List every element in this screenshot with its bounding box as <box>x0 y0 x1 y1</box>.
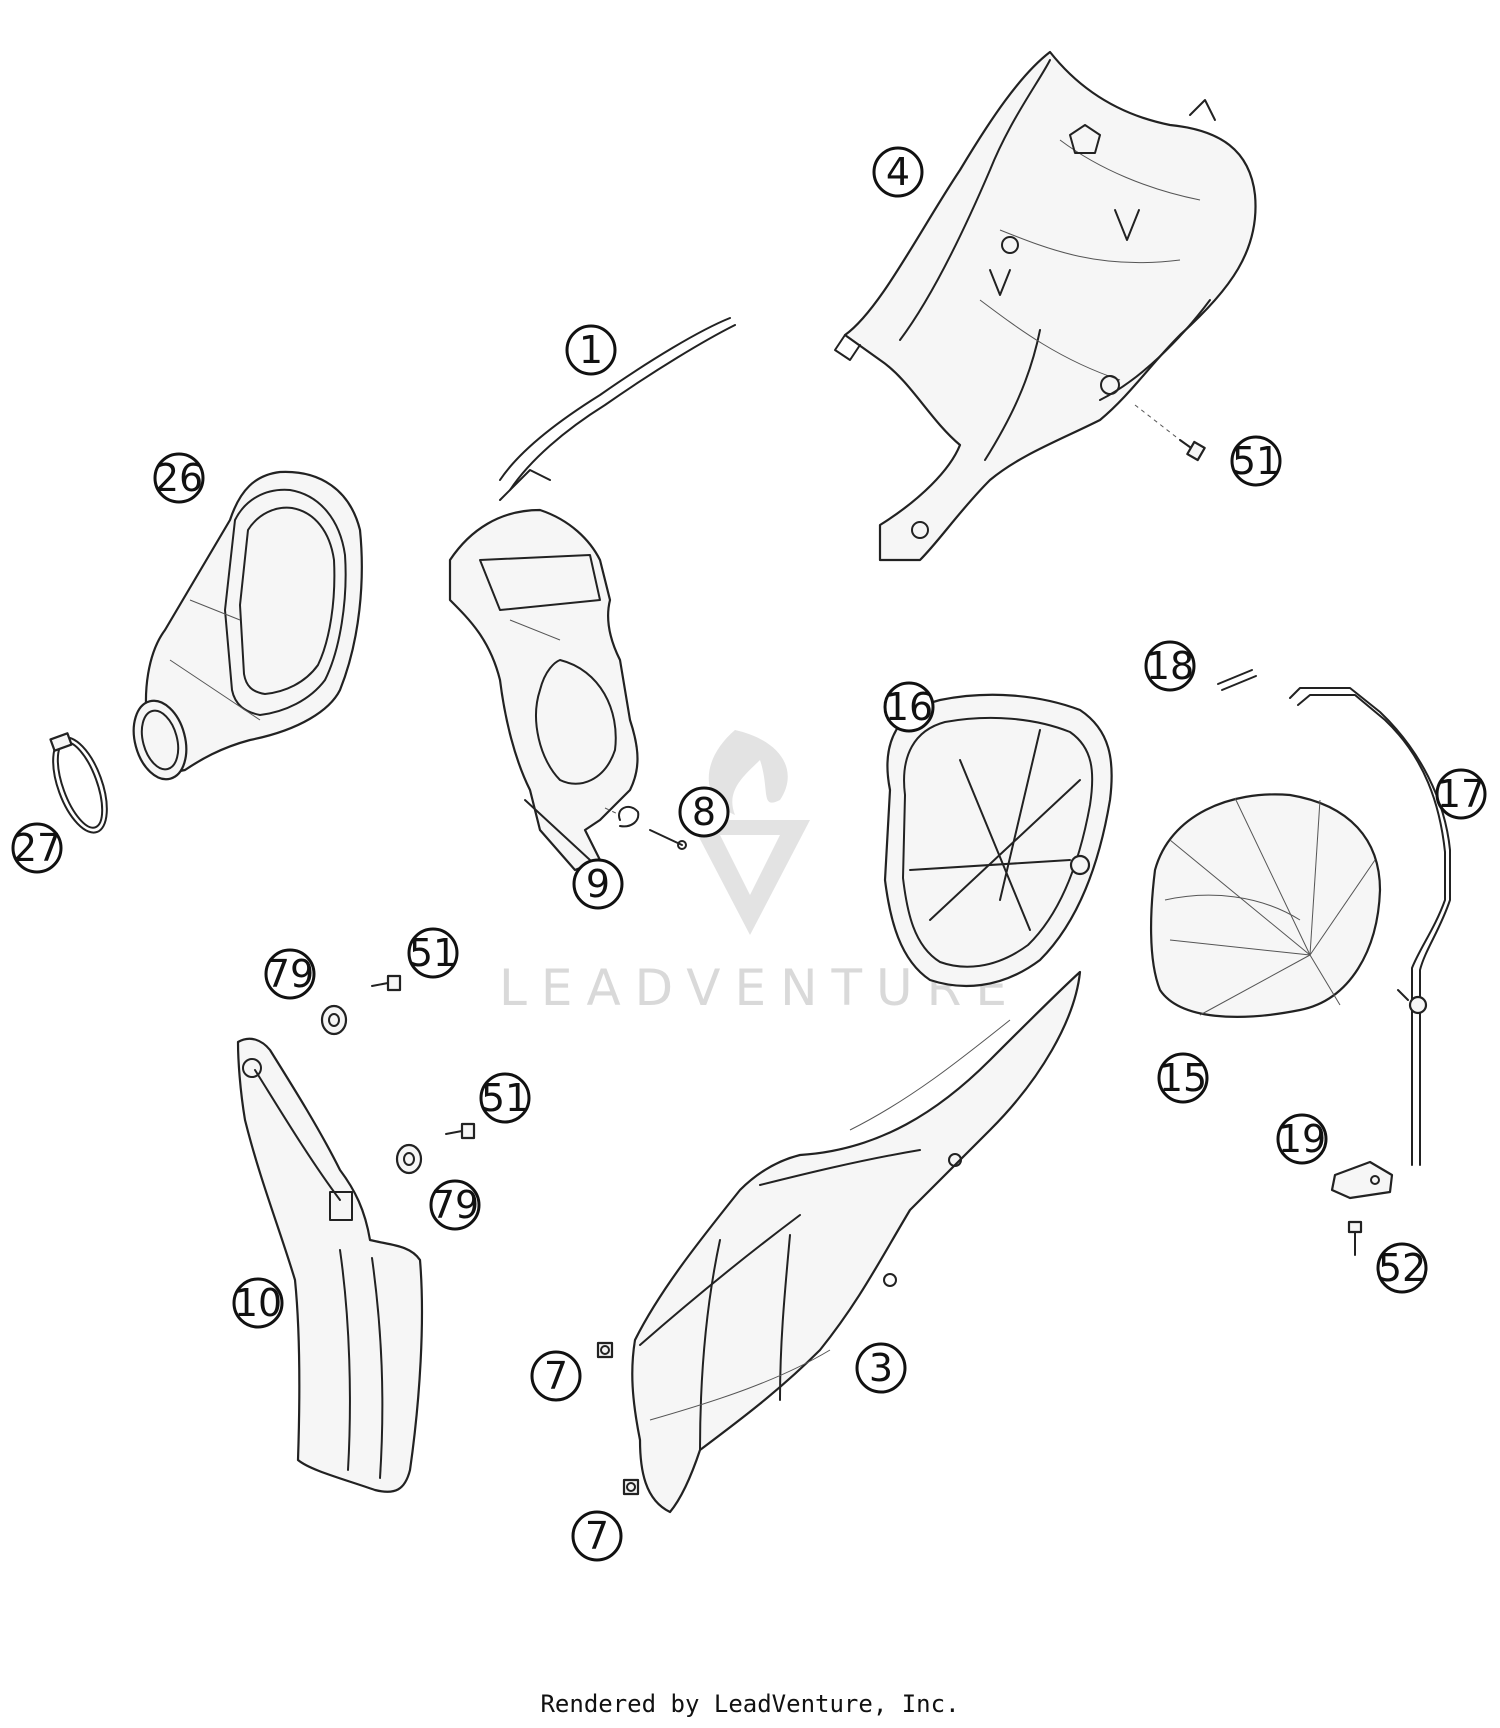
callout-7b: 7 <box>571 1510 623 1562</box>
callout-1-label: 1 <box>579 328 603 372</box>
part-3-shape <box>631 970 1082 1514</box>
callout-17-label: 17 <box>1437 772 1485 816</box>
callout-26-label: 26 <box>155 456 203 500</box>
callout-27-label: 27 <box>13 826 61 870</box>
callout-4: 4 <box>872 146 924 198</box>
callout-17: 17 <box>1435 768 1487 820</box>
part-1-shape <box>448 317 736 872</box>
part-79a-washer <box>320 1004 348 1036</box>
callout-18-label: 18 <box>1146 644 1194 688</box>
callout-1: 1 <box>565 324 617 376</box>
part-19-bracket <box>1330 1160 1394 1200</box>
part-9-clip <box>604 805 640 828</box>
leader-51a <box>1134 404 1181 441</box>
callout-51b-label: 51 <box>409 931 457 975</box>
part-27-clamp <box>49 732 108 834</box>
callout-4-label: 4 <box>886 150 910 194</box>
callout-7a-label: 7 <box>544 1354 568 1398</box>
callout-79b-label: 79 <box>431 1183 479 1227</box>
part-26-shape <box>132 470 363 781</box>
part-4-shape <box>834 50 1257 562</box>
callout-10: 10 <box>232 1277 284 1329</box>
callout-52-label: 52 <box>1378 1246 1426 1290</box>
callout-51b: 51 <box>407 927 459 979</box>
part-17-bracket <box>1289 687 1451 1166</box>
watermark-flame-icon <box>708 730 788 815</box>
callout-15: 15 <box>1157 1052 1209 1104</box>
callout-18: 18 <box>1144 640 1196 692</box>
part-51a-screw <box>1179 439 1206 462</box>
callout-51a-label: 51 <box>1232 439 1280 483</box>
callout-19-label: 19 <box>1278 1117 1326 1161</box>
part-79b-washer <box>395 1143 423 1175</box>
callout-3-label: 3 <box>869 1346 893 1390</box>
part-51b-screw <box>371 974 402 992</box>
callout-79a: 79 <box>264 948 316 1000</box>
part-7b-grommet <box>622 1478 640 1496</box>
part-51c-screw <box>445 1122 476 1140</box>
callout-52: 52 <box>1376 1242 1428 1294</box>
part-7a-grommet <box>596 1341 614 1359</box>
part-10-shape <box>236 1037 424 1493</box>
callout-3: 3 <box>855 1342 907 1394</box>
callout-7a: 7 <box>530 1350 582 1402</box>
callout-51c-label: 51 <box>481 1076 529 1120</box>
part-18-pin <box>1217 669 1257 691</box>
callout-26: 26 <box>153 452 205 504</box>
callout-79b: 79 <box>429 1179 481 1231</box>
watermark-v-icon <box>690 820 810 935</box>
callout-15-label: 15 <box>1159 1056 1207 1100</box>
part-16-shape <box>883 693 1113 988</box>
callout-8: 8 <box>678 786 730 838</box>
callout-16: 16 <box>883 681 935 733</box>
part-52-screw <box>1347 1220 1363 1256</box>
callout-8-label: 8 <box>692 790 716 834</box>
callout-51a: 51 <box>1230 435 1282 487</box>
callout-19: 19 <box>1276 1113 1328 1165</box>
callout-10-label: 10 <box>234 1281 282 1325</box>
callout-27: 27 <box>11 822 63 874</box>
callout-16-label: 16 <box>885 685 933 729</box>
callout-7b-label: 7 <box>585 1514 609 1558</box>
callout-79a-label: 79 <box>266 952 314 996</box>
callout-9: 9 <box>572 858 624 910</box>
part-15-filter <box>1150 793 1382 1018</box>
footer-credit: Rendered by LeadVenture, Inc. <box>540 1690 960 1718</box>
callout-9-label: 9 <box>586 862 610 906</box>
part-8-pin <box>649 829 687 850</box>
callout-51c: 51 <box>479 1072 531 1124</box>
